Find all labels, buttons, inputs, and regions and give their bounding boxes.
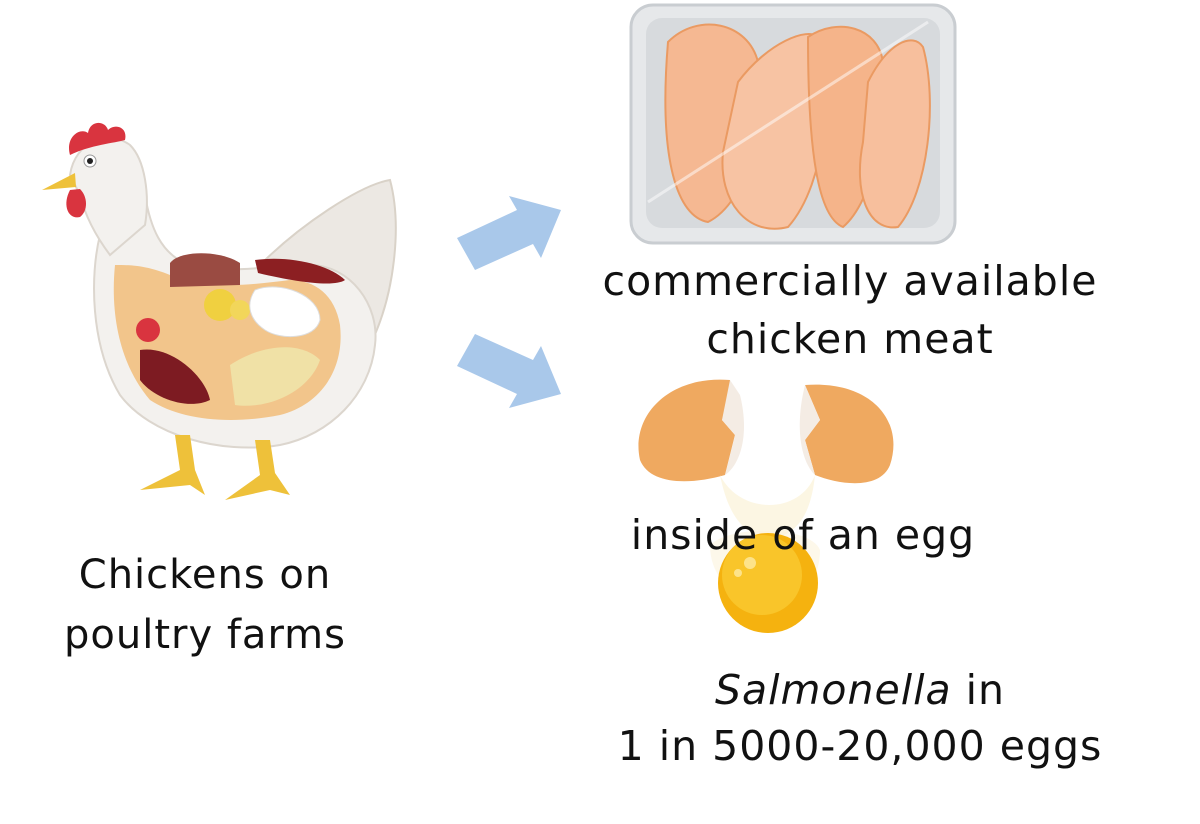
meat-tray-icon xyxy=(629,3,957,245)
source-label-line2: poultry farms xyxy=(64,612,346,658)
salmonella-note: Salmonella in 1 in 5000-20,000 eggs xyxy=(540,662,1180,774)
salmonella-name: Salmonella xyxy=(714,666,952,714)
egg-icon xyxy=(638,379,894,633)
salmonella-note-line1: Salmonella in xyxy=(540,662,1180,718)
meat-label-line2: chicken meat xyxy=(706,315,994,363)
arrow-up-right-icon xyxy=(455,190,565,275)
egg-label: inside of an egg xyxy=(630,511,976,559)
salmonella-note-line2: 1 in 5000-20,000 eggs xyxy=(617,722,1103,770)
chicken-illustration xyxy=(30,115,410,515)
cracked-egg-illustration xyxy=(630,375,900,650)
salmonella-note-rest: in xyxy=(951,666,1006,714)
source-label-line1: Chickens on xyxy=(78,552,332,598)
meat-label: commercially available chicken meat xyxy=(555,252,1145,368)
chicken-meat-tray-illustration xyxy=(628,2,958,248)
arrow-down-right-icon xyxy=(455,330,565,415)
source-label: Chickens on poultry farms xyxy=(30,545,380,665)
chicken-icon xyxy=(42,122,397,500)
meat-label-line1: commercially available xyxy=(602,257,1098,305)
